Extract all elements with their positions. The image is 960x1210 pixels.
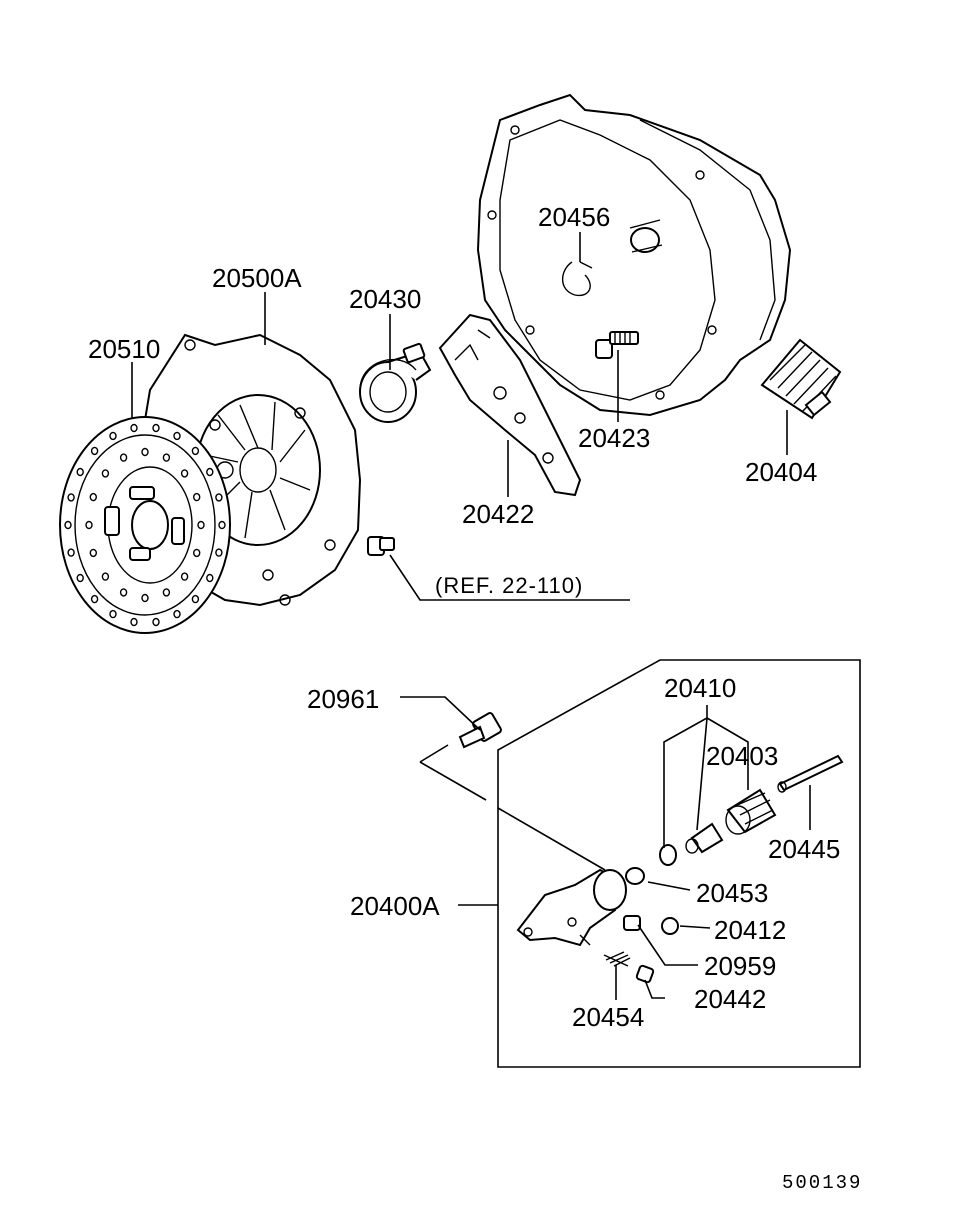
- label-20456: 20456: [538, 202, 610, 232]
- label-20410: 20410: [664, 673, 736, 703]
- boot-20403: [725, 788, 777, 835]
- rivet-hole: [64, 520, 72, 530]
- rivet-hole: [90, 446, 99, 456]
- release-fork-20422: [438, 313, 582, 497]
- label-20445: 20445: [768, 834, 840, 864]
- label-20422: 20422: [462, 499, 534, 529]
- label-20442: 20442: [694, 984, 766, 1014]
- release-bearing-20430: [359, 342, 432, 423]
- label-ref-22-110: (REF. 22-110): [435, 573, 583, 598]
- rivet-hole: [130, 423, 138, 433]
- rivet-hole: [67, 548, 75, 557]
- boot-20404: [760, 338, 842, 420]
- rivet-hole: [173, 431, 181, 441]
- rivet-hole: [89, 548, 98, 558]
- rivet-hole: [152, 423, 160, 433]
- rivet-hole: [192, 492, 201, 502]
- clip-20456: [561, 261, 593, 297]
- rivet-hole: [218, 520, 226, 530]
- rivet-hole: [90, 594, 99, 604]
- label-20453: 20453: [696, 878, 768, 908]
- rivet-hole: [206, 573, 214, 583]
- rivet-hole: [162, 453, 171, 462]
- label-20959: 20959: [704, 951, 776, 981]
- rivet-hole: [89, 492, 98, 502]
- rivet-hole: [141, 593, 149, 603]
- label-20430: 20430: [349, 284, 421, 314]
- label-20400A: 20400A: [350, 891, 440, 921]
- rivet-hole: [180, 572, 189, 581]
- rivet-hole: [119, 588, 128, 597]
- rivet-hole: [119, 453, 128, 462]
- bolt-ref-22-110: [367, 536, 395, 556]
- rivet-hole: [85, 520, 93, 530]
- transmission-housing: [476, 93, 792, 417]
- detail-box: [497, 659, 861, 1068]
- slave-cylinder-20400A: [516, 868, 627, 947]
- bleeder-screw-20959: [623, 915, 641, 931]
- rivet-hole: [109, 431, 117, 441]
- label-20510: 20510: [88, 334, 160, 364]
- label-20412: 20412: [714, 915, 786, 945]
- rivet-hole: [215, 548, 223, 557]
- rivet-hole: [67, 493, 75, 502]
- rivet-hole: [191, 594, 200, 604]
- label-20961: 20961: [307, 684, 379, 714]
- rivet-hole: [101, 572, 110, 581]
- rivet-hole: [197, 520, 205, 530]
- push-rod-20445: [777, 754, 844, 793]
- label-20500A: 20500A: [212, 263, 302, 293]
- rivet-hole: [173, 609, 181, 619]
- rivet-hole: [76, 467, 84, 477]
- bolt-20423: [595, 331, 639, 359]
- bleeder-cap-20453: [625, 867, 645, 885]
- diagram-code: 500139: [782, 1172, 862, 1194]
- rivet-hole: [192, 548, 201, 558]
- ball-20412: [661, 917, 679, 935]
- label-20404: 20404: [745, 457, 817, 487]
- piston-20410: [659, 822, 724, 866]
- rivet-hole: [130, 617, 138, 627]
- leader-lines: [131, 232, 811, 1000]
- rivet-hole: [76, 573, 84, 583]
- spring-20454: [603, 951, 631, 967]
- clutch-disc-rivets: [64, 423, 226, 627]
- bleeder-20961: [458, 712, 502, 749]
- label-20403: 20403: [706, 741, 778, 771]
- label-20423: 20423: [578, 423, 650, 453]
- rivet-hole: [180, 469, 189, 478]
- rivet-hole: [215, 493, 223, 502]
- label-20454: 20454: [572, 1002, 644, 1032]
- rivet-hole: [141, 447, 149, 457]
- rivet-hole: [152, 617, 160, 627]
- rivet-hole: [101, 469, 110, 478]
- rivet-hole: [191, 446, 200, 456]
- rivet-hole: [206, 467, 214, 477]
- rivet-hole: [109, 609, 117, 619]
- rivet-hole: [162, 588, 171, 597]
- cap-20442: [635, 964, 655, 984]
